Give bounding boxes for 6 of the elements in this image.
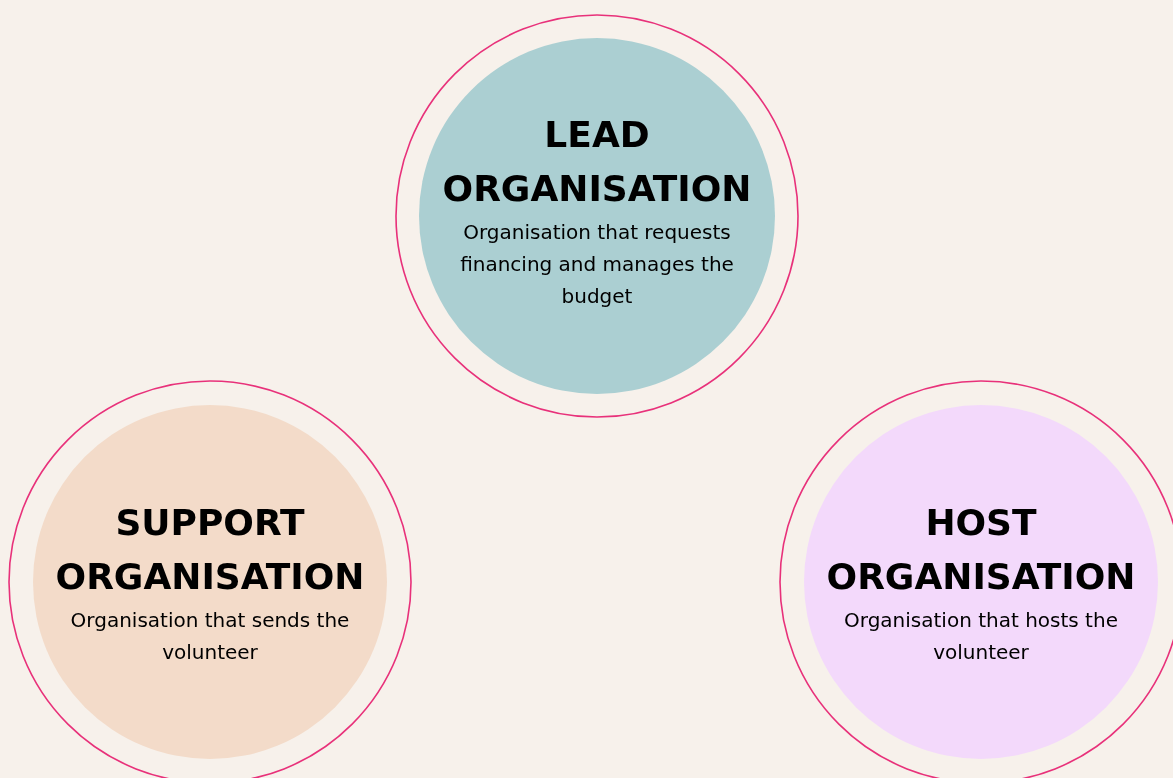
node-heading: SUPPORT ORGANISATION bbox=[54, 501, 366, 599]
node-heading: LEAD ORGANISATION bbox=[441, 113, 753, 211]
node-description: Organisation that requests financing and manages the budget bbox=[459, 219, 735, 310]
node-description: Organisation that hosts the volunteer bbox=[843, 607, 1119, 666]
node-heading: HOST ORGANISATION bbox=[825, 501, 1137, 599]
node-description: Organisation that sends the volunteer bbox=[69, 607, 351, 666]
